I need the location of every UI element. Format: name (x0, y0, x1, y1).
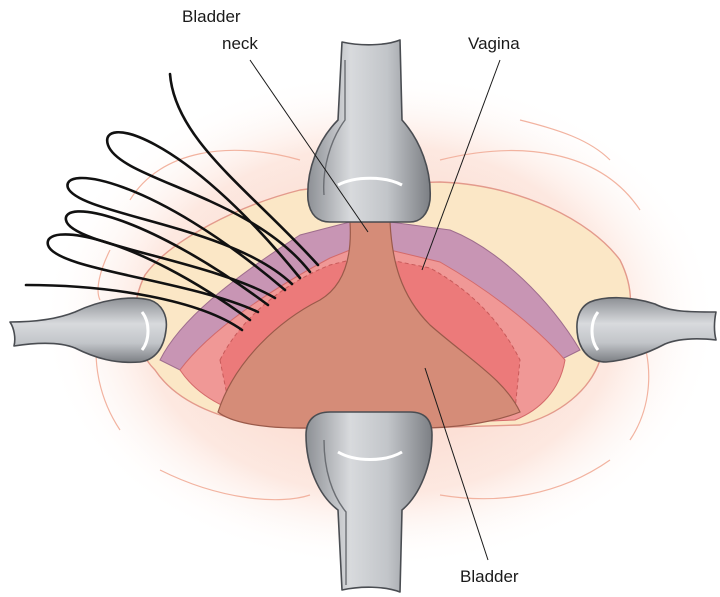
label-bladder: Bladder (460, 567, 519, 586)
retractor-left-icon (10, 298, 166, 362)
label-bladder-neck-line1: Bladder (182, 7, 241, 26)
label-bladder-neck-line2: neck (222, 34, 258, 53)
label-vagina: Vagina (468, 34, 520, 53)
